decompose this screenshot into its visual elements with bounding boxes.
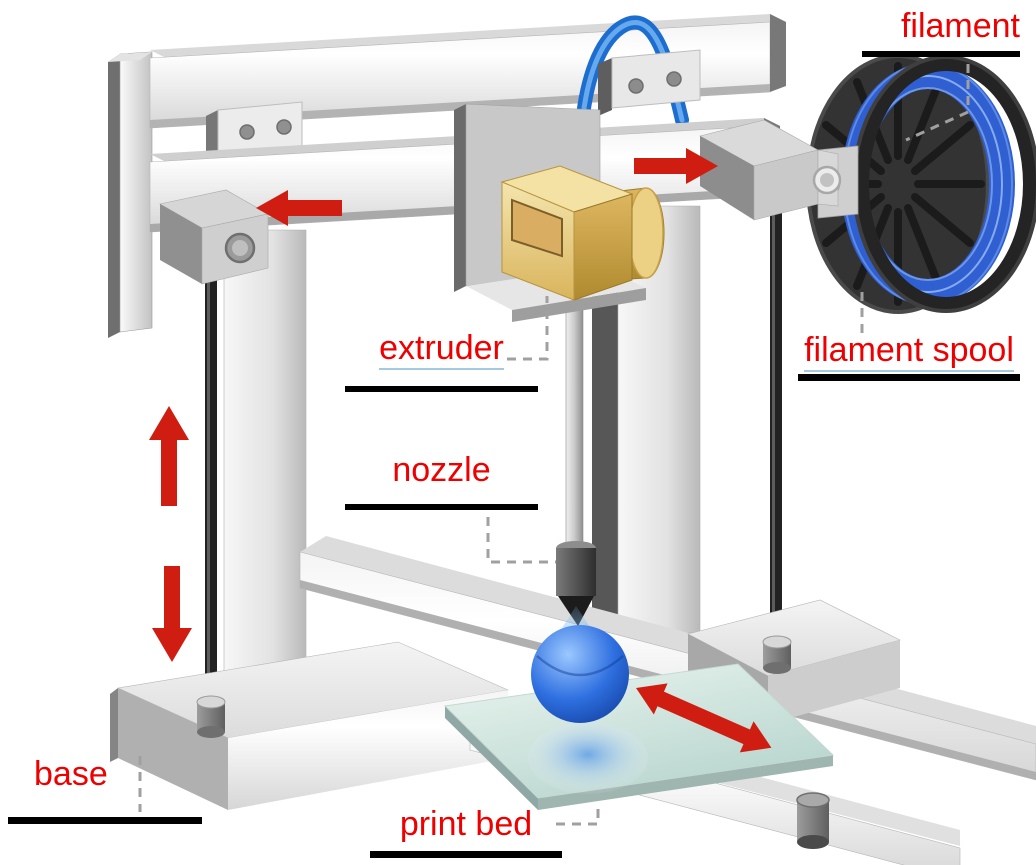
base-left-slab [110, 641, 510, 810]
leader-lines [138, 64, 970, 826]
label-filament-spool: filament spool [798, 330, 1020, 372]
left-column [223, 229, 307, 711]
nozzle-answer-line [345, 504, 538, 510]
nozzle-part [556, 295, 596, 626]
filament-spool-part [806, 54, 1036, 314]
filament-leader-line [905, 64, 970, 142]
printed-sphere [531, 625, 629, 723]
label-extruder-text: extruder [379, 329, 504, 370]
right-bearing-block [699, 119, 842, 221]
label-base: base [34, 754, 108, 795]
y-rail-stub-cylinder [796, 792, 830, 849]
label-extruder: extruder [345, 328, 538, 370]
extruder-leader-line [507, 296, 549, 361]
filament-answer-line [862, 51, 1020, 57]
label-base-text: base [34, 755, 108, 793]
sphere-reflection [528, 722, 648, 794]
x-axis-right-arrow [634, 148, 718, 184]
z-axis-down-arrow [152, 566, 192, 662]
filament-spool-answer-line [798, 374, 1020, 381]
label-filament-spool-text: filament spool [804, 331, 1014, 372]
print-bed-leader-line [556, 808, 600, 826]
y-axis-double-arrow [636, 683, 772, 753]
label-filament-text: filament [900, 7, 1020, 45]
nozzle-leader-line [486, 517, 556, 564]
motion-arrows [149, 148, 772, 753]
extruder-window [511, 198, 563, 258]
left-rod-foot [196, 695, 226, 738]
extruder-part [500, 165, 665, 301]
left-threaded-rod [205, 250, 217, 705]
label-nozzle-text: nozzle [392, 451, 491, 489]
z-axis-up-arrow [149, 406, 189, 506]
print-bed-answer-line [370, 851, 562, 858]
base-answer-line [8, 817, 202, 824]
extruder-answer-line [345, 386, 538, 392]
right-rod-foot [762, 635, 792, 674]
right-threaded-rod [770, 212, 782, 644]
x-axis-left-arrow [256, 190, 342, 226]
label-print-bed-text: print bed [399, 805, 533, 843]
label-filament: filament [858, 6, 1020, 47]
left-bearing-block [159, 189, 269, 285]
right-column [592, 205, 701, 650]
frame-left-plate [108, 51, 153, 338]
label-print-bed: print bed [370, 804, 562, 845]
right-joint-plate [598, 49, 701, 116]
label-nozzle: nozzle [345, 450, 538, 491]
